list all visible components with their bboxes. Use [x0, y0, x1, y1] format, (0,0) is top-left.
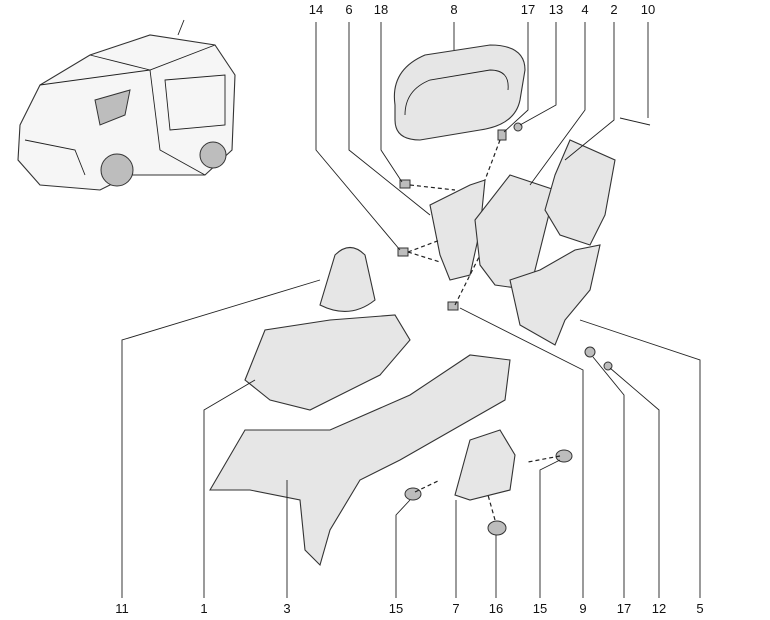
callout-15-left: 15	[389, 601, 403, 616]
callout-7: 7	[452, 601, 459, 616]
callout-1: 1	[200, 601, 207, 616]
callout-6: 6	[345, 2, 352, 17]
part-9-clip	[447, 301, 459, 311]
part-18-clip	[399, 179, 411, 189]
callout-8: 8	[450, 2, 457, 17]
callout-14: 14	[309, 2, 323, 17]
part-15-cap-right	[555, 449, 573, 463]
callout-3: 3	[283, 601, 290, 616]
leader-lines	[121, 22, 701, 598]
callout-17-lower: 17	[617, 601, 631, 616]
callout-18: 18	[374, 2, 388, 17]
part-3-floor-console	[209, 354, 511, 567]
part-16-plug	[487, 520, 507, 536]
callout-4: 4	[581, 2, 588, 17]
part-17-fastener-lower	[584, 346, 596, 358]
part-5-side-panel	[509, 244, 601, 346]
part-10-rod	[619, 117, 651, 126]
callout-10: 10	[641, 2, 655, 17]
part-6-bracket	[429, 179, 486, 281]
part-7-rear-cover	[454, 429, 516, 501]
part-1-front-tray	[244, 314, 411, 411]
assembly-arrows	[407, 139, 561, 521]
part-11-gear-boot	[319, 246, 376, 312]
callout-11: 11	[115, 601, 129, 616]
vehicle-thumbnail	[17, 19, 236, 191]
part-4-storage-box	[474, 174, 556, 291]
callout-5: 5	[696, 601, 703, 616]
callout-15-right: 15	[533, 601, 547, 616]
callout-12: 12	[652, 601, 666, 616]
part-2-rear-bracket	[544, 139, 616, 246]
callout-2: 2	[610, 2, 617, 17]
callout-13: 13	[549, 2, 563, 17]
part-8-armrest-lid	[393, 44, 526, 141]
callout-9: 9	[579, 601, 586, 616]
callout-16: 16	[489, 601, 503, 616]
part-17-screw	[497, 129, 507, 141]
callout-17: 17	[521, 2, 535, 17]
part-15-cap	[404, 487, 422, 501]
